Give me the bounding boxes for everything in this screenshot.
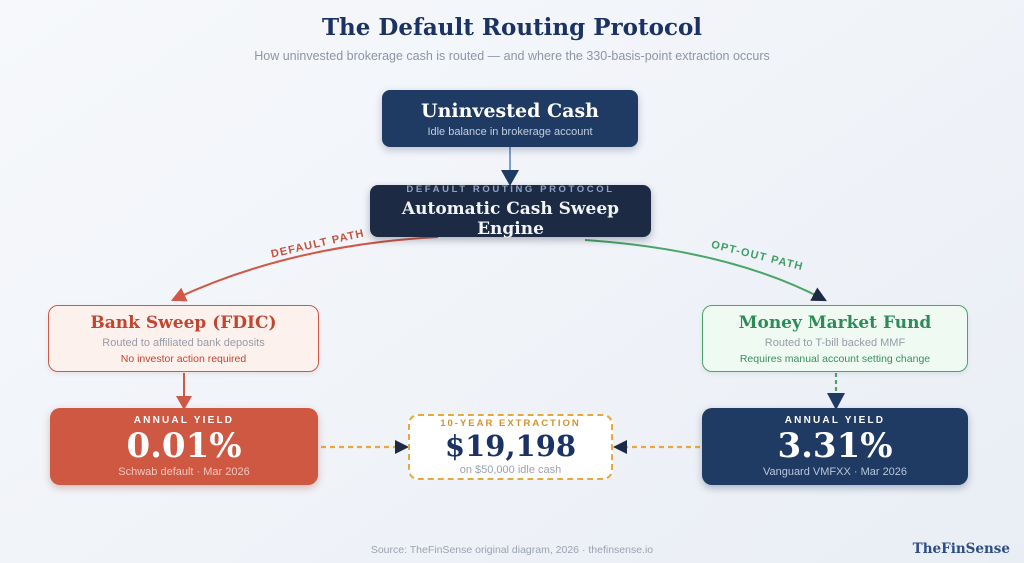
node-bank-sweep: Bank Sweep (FDIC) Routed to affiliated b… [48, 305, 319, 372]
optout-yield-value: 3.31% [777, 426, 893, 466]
money-market-line2: Requires manual account setting change [739, 352, 931, 365]
optout-yield-label: ANNUAL YIELD [784, 415, 886, 426]
extraction-label: 10-YEAR EXTRACTION [440, 418, 581, 429]
sweep-engine-eyebrow: DEFAULT ROUTING PROTOCOL [406, 183, 615, 195]
node-optout-annual-yield: ANNUAL YIELD 3.31% Vanguard VMFXX · Mar … [702, 408, 968, 485]
node-uninvested-cash: Uninvested Cash Idle balance in brokerag… [382, 90, 638, 147]
bank-sweep-line2: No investor action required [120, 352, 247, 365]
edge-navyyield-to-extraction-arrowhead [613, 440, 627, 454]
page-title: The Default Routing Protocol [321, 14, 703, 41]
uninvested-cash-title: Uninvested Cash [421, 99, 599, 122]
node-money-market-fund: Money Market Fund Routed to T-bill backe… [702, 305, 968, 372]
extraction-caption: on $50,000 idle cash [459, 464, 562, 476]
optout-yield-caption: Vanguard VMFXX · Mar 2026 [762, 466, 908, 478]
default-yield-value: 0.01% [126, 426, 242, 466]
uninvested-cash-subtitle: Idle balance in brokerage account [427, 125, 593, 138]
money-market-title: Money Market Fund [738, 312, 932, 333]
bank-sweep-line1: Routed to affiliated bank deposits [102, 336, 265, 349]
page-subtitle: How uninvested brokerage cash is routed … [254, 49, 770, 63]
bank-sweep-title: Bank Sweep (FDIC) [90, 312, 277, 333]
default-path-label: DEFAULT PATH [269, 227, 366, 261]
sweep-engine-title: Automatic Cash Sweep Engine [401, 198, 620, 239]
node-extraction: 10-YEAR EXTRACTION $19,198 on $50,000 id… [408, 414, 613, 480]
node-sweep-engine: DEFAULT ROUTING PROTOCOL Automatic Cash … [370, 183, 651, 239]
node-default-annual-yield: ANNUAL YIELD 0.01% Schwab default · Mar … [50, 408, 318, 485]
optout-path-label: OPT-OUT PATH [709, 238, 805, 274]
extraction-value: $19,198 [444, 429, 577, 463]
edge-redyield-to-extraction-arrowhead [395, 440, 409, 454]
brand-logo: TheFinSense [912, 541, 1010, 557]
money-market-line1: Routed to T-bill backed MMF [764, 336, 906, 349]
default-yield-caption: Schwab default · Mar 2026 [118, 466, 250, 478]
default-yield-label: ANNUAL YIELD [133, 415, 235, 426]
footer-source: Source: TheFinSense original diagram, 20… [370, 544, 654, 556]
